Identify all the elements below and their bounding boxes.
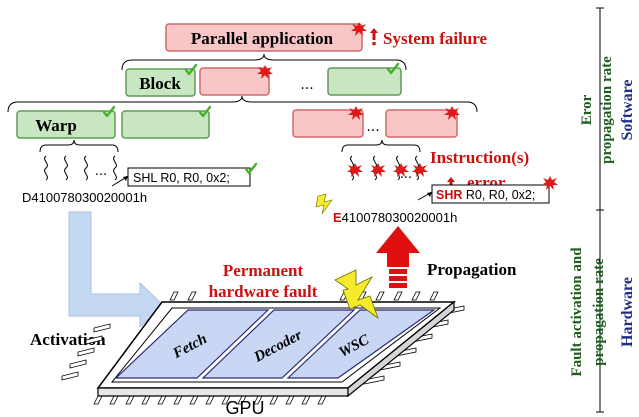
permanent-fault-label-1: Permanent	[223, 261, 304, 280]
block-box-faulty	[199, 67, 270, 96]
warp-box	[16, 110, 116, 139]
permanent-fault-label-2: hardware fault	[209, 282, 318, 301]
hardware-sub-2: propagation rate	[591, 258, 607, 366]
instr-ok-text: SHL R0, R0, 0x2;	[133, 171, 230, 185]
warp-box-faulty	[292, 109, 364, 138]
warp-label: Warp	[35, 116, 77, 135]
fetch-unit	[114, 309, 270, 379]
thread-brace-right	[341, 139, 421, 153]
parallel-application-label: Parallel application	[191, 29, 334, 48]
warp-box-ok	[121, 110, 210, 139]
instructions-error-label-1: Instruction(s)	[430, 148, 529, 167]
block-box	[125, 68, 196, 97]
hex-bad-first: E	[333, 210, 342, 225]
threads-right-ellipsis: ...	[400, 167, 412, 182]
fault-burst-icon	[412, 163, 428, 177]
activation-label: Activation	[30, 330, 106, 349]
block-box-ok	[327, 67, 402, 96]
software-sub-2: propagation rate	[599, 56, 615, 164]
instr-bad-operands: R0, R0, 0x2;	[462, 188, 535, 202]
gpu-label: GPU	[225, 398, 264, 417]
instr-box-ok	[127, 167, 251, 187]
hex-ok: D410078030020001h	[22, 190, 147, 205]
warning-icon	[370, 28, 378, 46]
parallel-application-box	[165, 23, 363, 52]
lightning-bolt-icon	[334, 269, 379, 320]
hex-bad-rest: 410078030020001h	[342, 210, 458, 225]
instr-box-faulty	[431, 184, 550, 204]
wsc-unit	[286, 309, 436, 379]
thread-brace-left	[39, 139, 119, 153]
warp-ellipsis: ...	[366, 119, 379, 135]
threads-left-ellipsis: ...	[95, 164, 107, 179]
hex-bad: E410078030020001h	[333, 210, 457, 225]
hardware-sub-1: Fault activation and	[569, 247, 585, 377]
warp-brace	[7, 95, 478, 113]
propagation-label: Propagation	[427, 260, 517, 279]
instr-bad-text: SHR R0, R0, 0x2;	[436, 188, 535, 202]
fault-burst-icon	[370, 163, 386, 177]
software-title: Software	[619, 79, 636, 140]
block-ellipsis: ...	[300, 77, 313, 93]
instr-bad-opcode: SHR	[436, 188, 462, 202]
propagation-arrow	[376, 226, 420, 288]
decoder-unit	[201, 309, 356, 379]
warp-box-faulty-2	[385, 109, 458, 138]
small-lightning-icon	[315, 193, 333, 215]
block-label: Block	[139, 74, 181, 93]
software-sub-1: Eror	[579, 94, 595, 125]
system-failure-label: System failure	[383, 29, 487, 48]
side-divider	[596, 7, 604, 413]
fault-burst-icon	[347, 163, 363, 177]
hardware-title: Hardware	[619, 277, 636, 347]
activation-arrow	[68, 211, 164, 329]
block-brace	[121, 53, 407, 71]
